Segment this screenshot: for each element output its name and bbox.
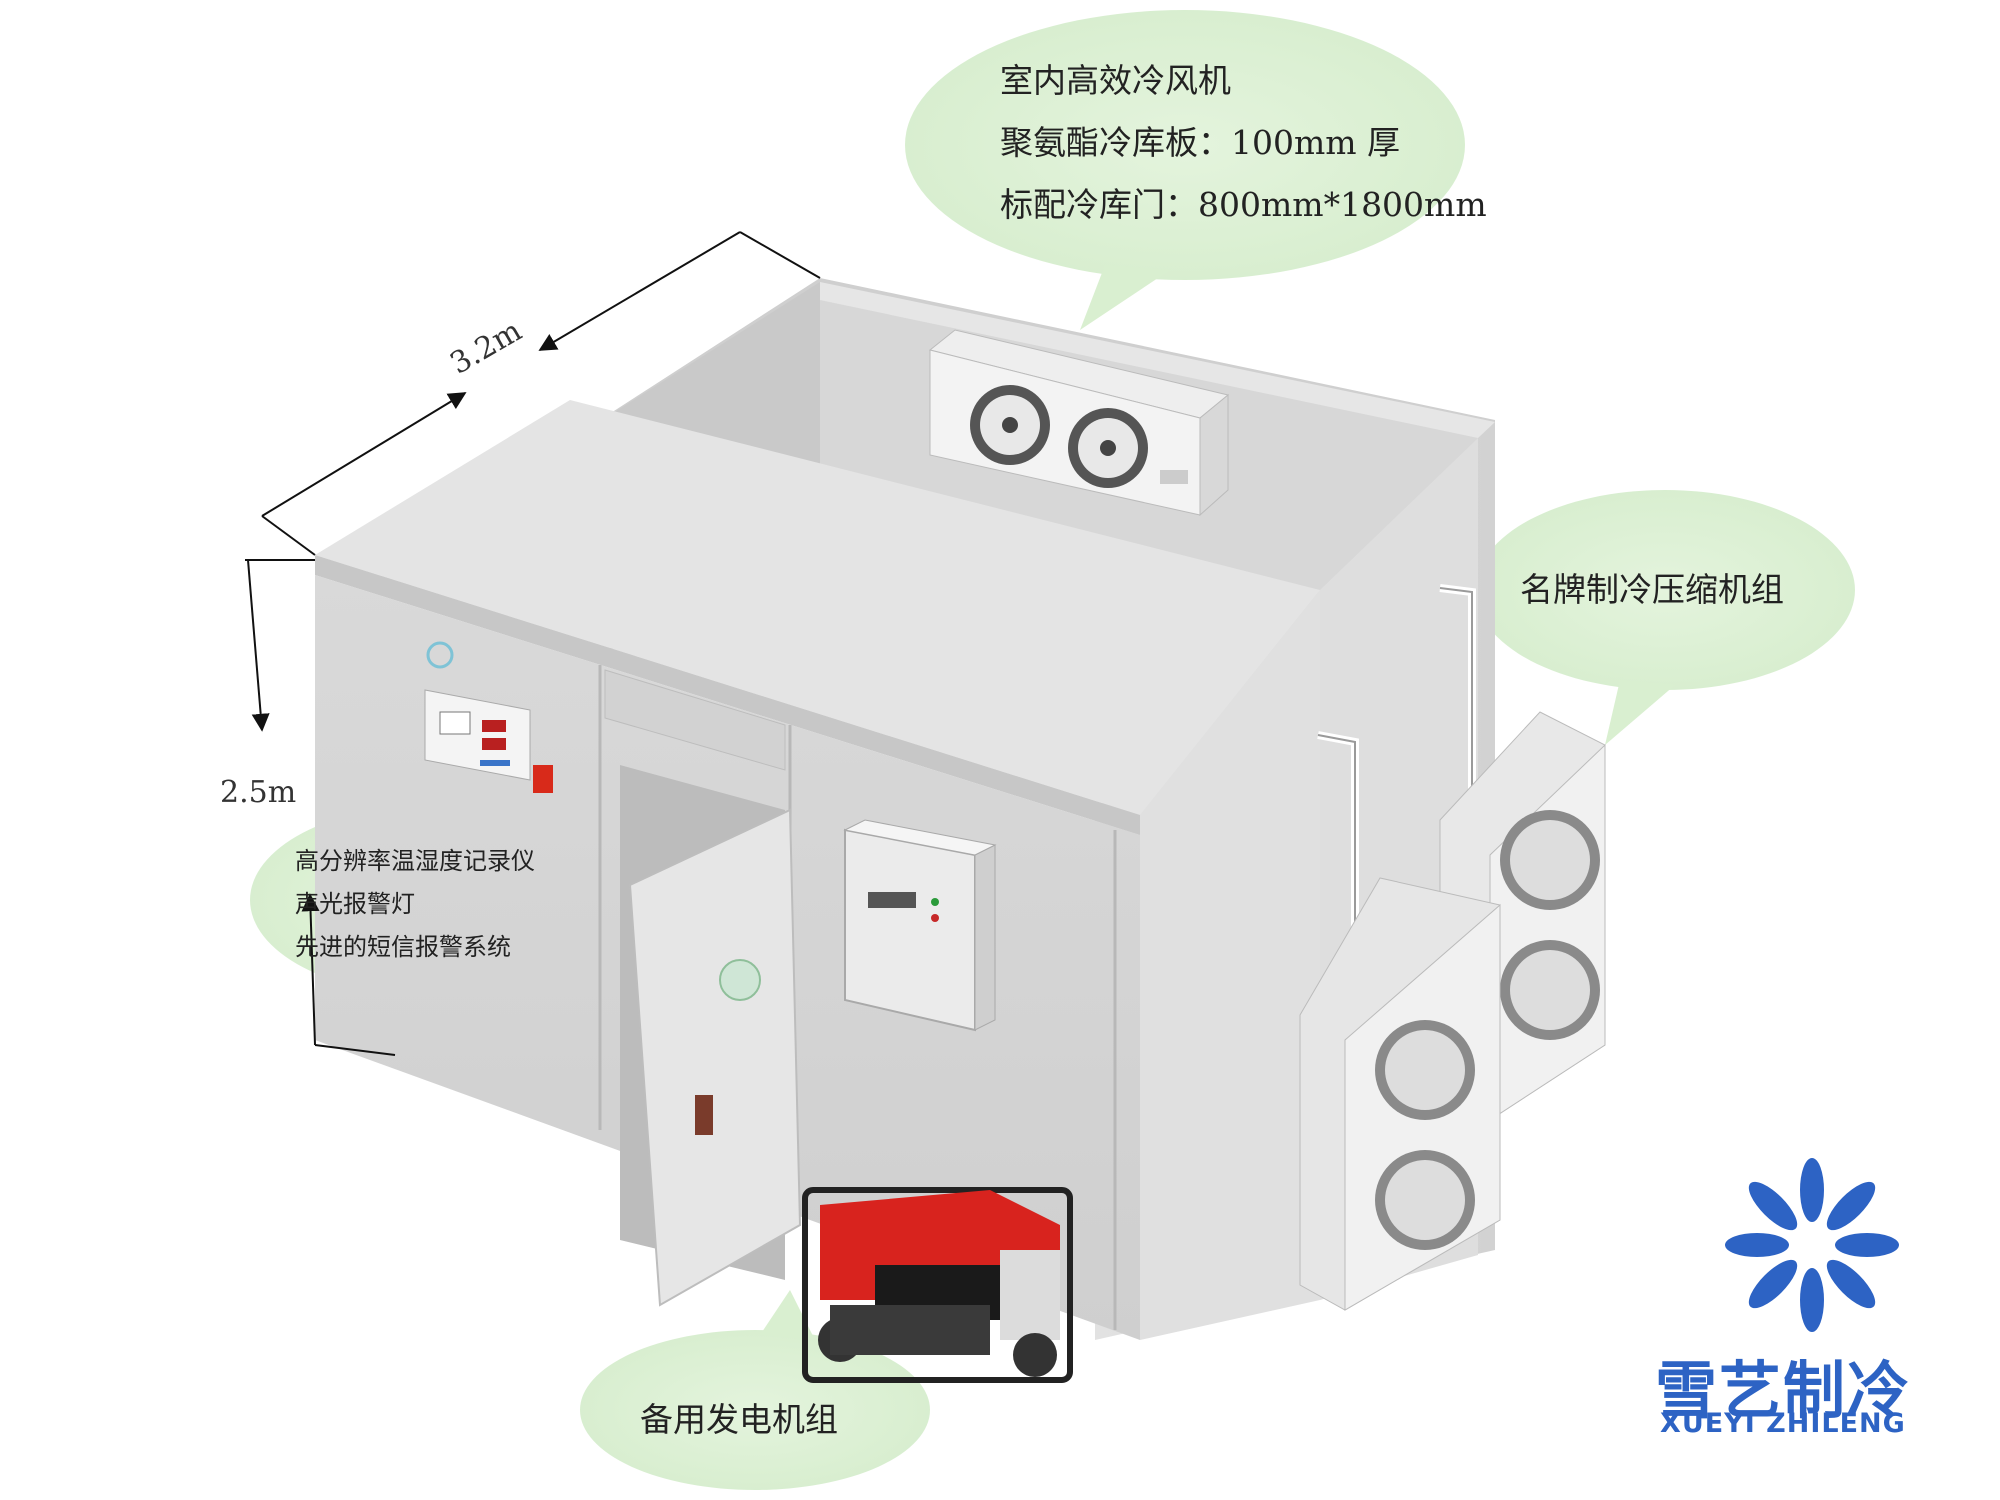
callout-line: 室内高效冷风机	[1000, 61, 1231, 100]
brand-name-cn: 雪艺制冷	[1655, 1354, 1912, 1427]
brand-logo-icon	[1725, 1158, 1899, 1332]
dimension-height	[245, 559, 396, 1056]
callout-line: 声光报警灯	[295, 890, 415, 918]
callout-line: 标配冷库门：800mm*1800mm	[1000, 185, 1487, 224]
callout-line: 聚氨酯冷库板：100mm 厚	[1000, 123, 1401, 162]
callout-generator: 备用发电机组	[640, 1400, 838, 1439]
humidity-recorder	[424, 641, 553, 793]
callout-evaporator: 室内高效冷风机 聚氨酯冷库板：100mm 厚 标配冷库门：800mm*1800m…	[1000, 50, 1487, 236]
condenser-unit-front	[1299, 877, 1501, 1311]
bubble-generator	[580, 1290, 930, 1490]
callout-compressor: 名牌制冷压缩机组	[1520, 570, 1784, 609]
evaporator-unit	[928, 329, 1230, 517]
bubble-evaporator	[905, 10, 1465, 330]
generator	[802, 1187, 1073, 1383]
brand-name-en: XUEYI ZHILENG	[1660, 1408, 1906, 1439]
bubble-compressor	[1475, 490, 1855, 745]
recorder-logo-icon	[426, 641, 454, 669]
callout-recorder: 高分辨率温湿度记录仪 声光报警灯 先进的短信报警系统	[295, 840, 535, 969]
door-logo-icon	[719, 959, 761, 1001]
alarm-light-icon	[533, 765, 553, 793]
door-handle	[695, 1095, 713, 1135]
control-box	[843, 819, 997, 1032]
dimension-length	[261, 231, 821, 556]
callout-line: 先进的短信报警系统	[295, 933, 511, 961]
dimension-height-label: 2.5m	[220, 775, 297, 810]
callout-line: 高分辨率温湿度记录仪	[295, 847, 535, 875]
condenser-unit-back	[1439, 711, 1606, 1121]
